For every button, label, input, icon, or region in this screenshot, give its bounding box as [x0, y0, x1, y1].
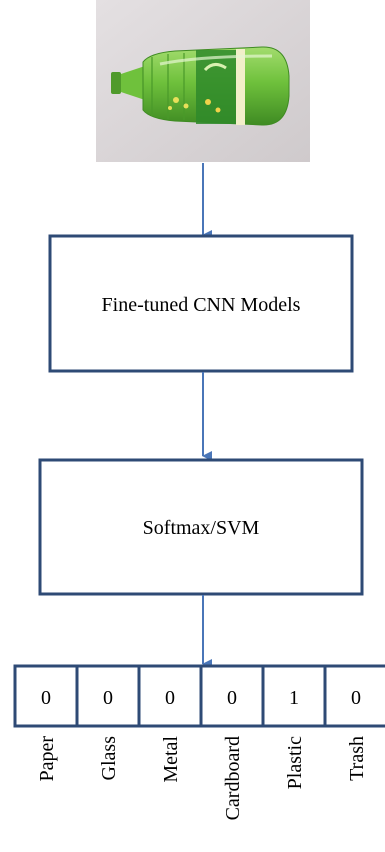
class-label-paper: Paper — [36, 736, 58, 782]
class-label-plastic: Plastic — [284, 736, 306, 789]
output-value-trash: 0 — [351, 687, 361, 709]
cnn-models-label: Fine-tuned CNN Models — [102, 294, 301, 316]
class-label-cardboard: Cardboard — [222, 736, 244, 820]
classifier-label: Softmax/SVM — [143, 517, 260, 539]
classifier-box: Softmax/SVM — [38, 458, 364, 596]
output-value-metal: 0 — [165, 687, 175, 709]
class-labels: Paper Glass Metal Cardboard Plastic Trash — [36, 736, 368, 821]
cnn-models-box: Fine-tuned CNN Models — [48, 234, 354, 373]
output-value-plastic: 1 — [289, 687, 299, 709]
output-value-glass: 0 — [103, 687, 113, 709]
output-cell-trash — [323, 664, 385, 728]
class-label-trash: Trash — [346, 736, 368, 781]
class-label-glass: Glass — [98, 736, 120, 781]
input-image — [96, 0, 310, 162]
output-cell-cardboard — [199, 664, 265, 728]
output-value-cardboard: 0 — [227, 687, 237, 709]
output-value-paper: 0 — [41, 687, 51, 709]
output-vector: 0 0 0 0 1 0 — [13, 664, 385, 728]
class-label-metal: Metal — [160, 736, 182, 783]
bottle-illustration — [111, 46, 290, 126]
